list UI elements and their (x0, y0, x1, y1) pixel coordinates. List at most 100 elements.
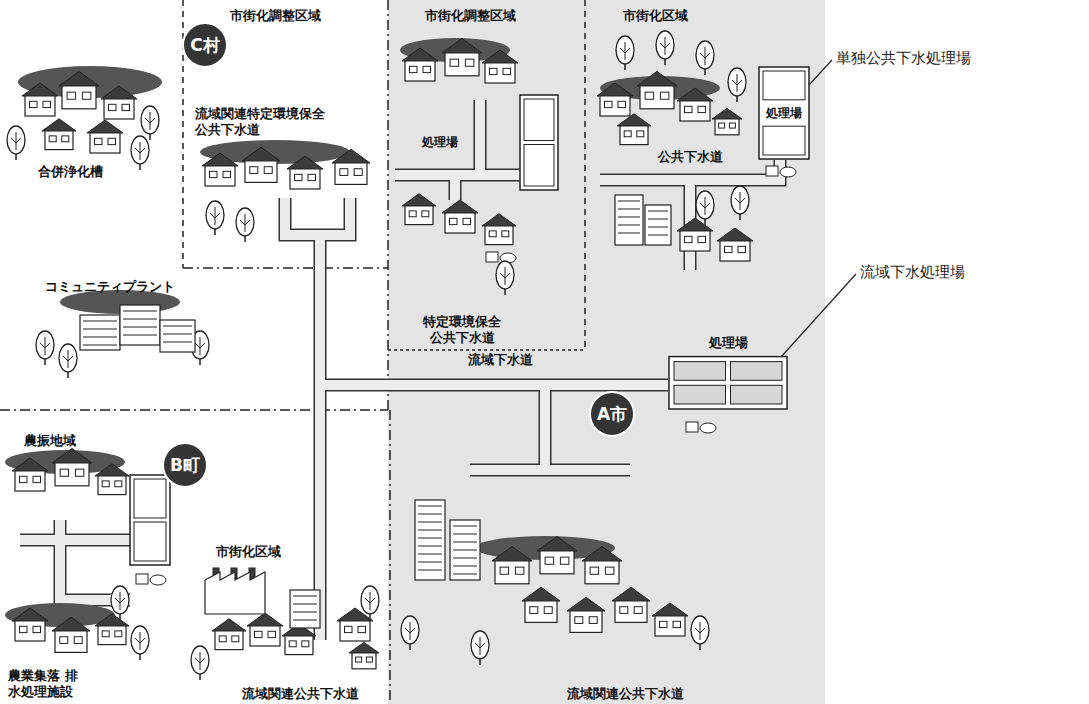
tree (401, 616, 419, 650)
tree (236, 208, 254, 242)
factory (205, 568, 265, 614)
house (42, 119, 76, 150)
area-label: 流域関連公共下水道 (567, 686, 684, 702)
house (242, 147, 280, 182)
pipe-outline (449, 175, 462, 200)
house (12, 608, 48, 641)
pipe (315, 235, 325, 640)
tree (691, 616, 709, 650)
treatment-plant (130, 475, 170, 565)
house (617, 114, 651, 145)
tree (656, 31, 674, 65)
house (522, 587, 560, 622)
tree (696, 191, 714, 225)
area-label: 農振地域 (24, 433, 76, 449)
house (332, 149, 370, 184)
house (52, 448, 92, 485)
area-label: 公共下水道 (658, 149, 723, 165)
area-label: 特定環境保全 公共下水道 (420, 314, 503, 347)
pipe (475, 100, 485, 175)
node-label: 処理場 (709, 335, 748, 351)
house (597, 83, 633, 116)
tank (700, 423, 716, 433)
house (652, 603, 688, 636)
plant-tank (134, 522, 166, 561)
house (582, 546, 622, 583)
house (202, 153, 238, 186)
tree (36, 331, 54, 365)
area-label: 合併浄化槽 (38, 164, 103, 180)
house (287, 156, 323, 189)
area-label: コミュニティプラント (45, 279, 175, 295)
house (492, 546, 532, 583)
house (612, 587, 650, 622)
house (101, 86, 137, 119)
area-label: 市街化区域 (623, 8, 688, 24)
city-badge: A市 (589, 391, 635, 437)
house (677, 88, 713, 121)
house (349, 642, 379, 668)
house (567, 597, 605, 632)
house (442, 200, 478, 233)
building (290, 590, 320, 628)
treatment-plant (520, 95, 558, 190)
area-label: 市街化区域 (216, 544, 281, 560)
pipe (285, 198, 350, 235)
area-boundary (387, 0, 389, 410)
tree (111, 586, 129, 620)
area-boundary (0, 409, 388, 411)
plant-tank (524, 145, 554, 187)
pump-house (136, 574, 148, 584)
pipe (320, 380, 668, 390)
single-plant: 処理場 (758, 66, 810, 160)
pipe-outline (320, 379, 668, 392)
pipe-outline (474, 100, 487, 175)
tree (131, 136, 149, 170)
tree (471, 631, 489, 665)
pipe-outline (470, 464, 630, 477)
house (442, 38, 482, 75)
house (482, 50, 518, 83)
house (95, 464, 129, 495)
tree (59, 344, 77, 378)
village-badge: C村 (182, 22, 228, 68)
plant-tank (524, 99, 554, 141)
house (677, 218, 713, 251)
pipe-outline (285, 198, 350, 235)
area-boundary (388, 349, 585, 351)
house (247, 613, 283, 646)
tree (206, 201, 224, 235)
city-ground (388, 0, 825, 704)
pipe (450, 175, 460, 200)
tree (728, 68, 746, 102)
building (80, 315, 120, 350)
node-label: A市 (597, 404, 627, 424)
town-badge: B町 (162, 442, 208, 488)
callout-label: 単独公共下水処理場 (836, 49, 971, 68)
house (59, 71, 99, 108)
pipe-outline (20, 534, 130, 547)
area-label: 処理場 (422, 135, 458, 150)
house (52, 617, 90, 652)
tree (696, 41, 714, 75)
house (482, 214, 516, 245)
building (160, 320, 195, 352)
pump-house (686, 422, 698, 432)
house (402, 48, 438, 81)
area-boundary (584, 0, 586, 350)
building (120, 305, 160, 345)
area-label: 流域関連特定環境保全 公共下水道 (195, 106, 330, 139)
tree (731, 186, 749, 220)
tank (780, 167, 796, 177)
tree (616, 36, 634, 70)
plant-tank (134, 479, 166, 518)
pipe-outline (539, 385, 552, 470)
tree (7, 126, 25, 160)
house (212, 619, 246, 650)
tree (141, 106, 159, 140)
pipe (540, 385, 550, 470)
area-boundary (389, 410, 391, 704)
